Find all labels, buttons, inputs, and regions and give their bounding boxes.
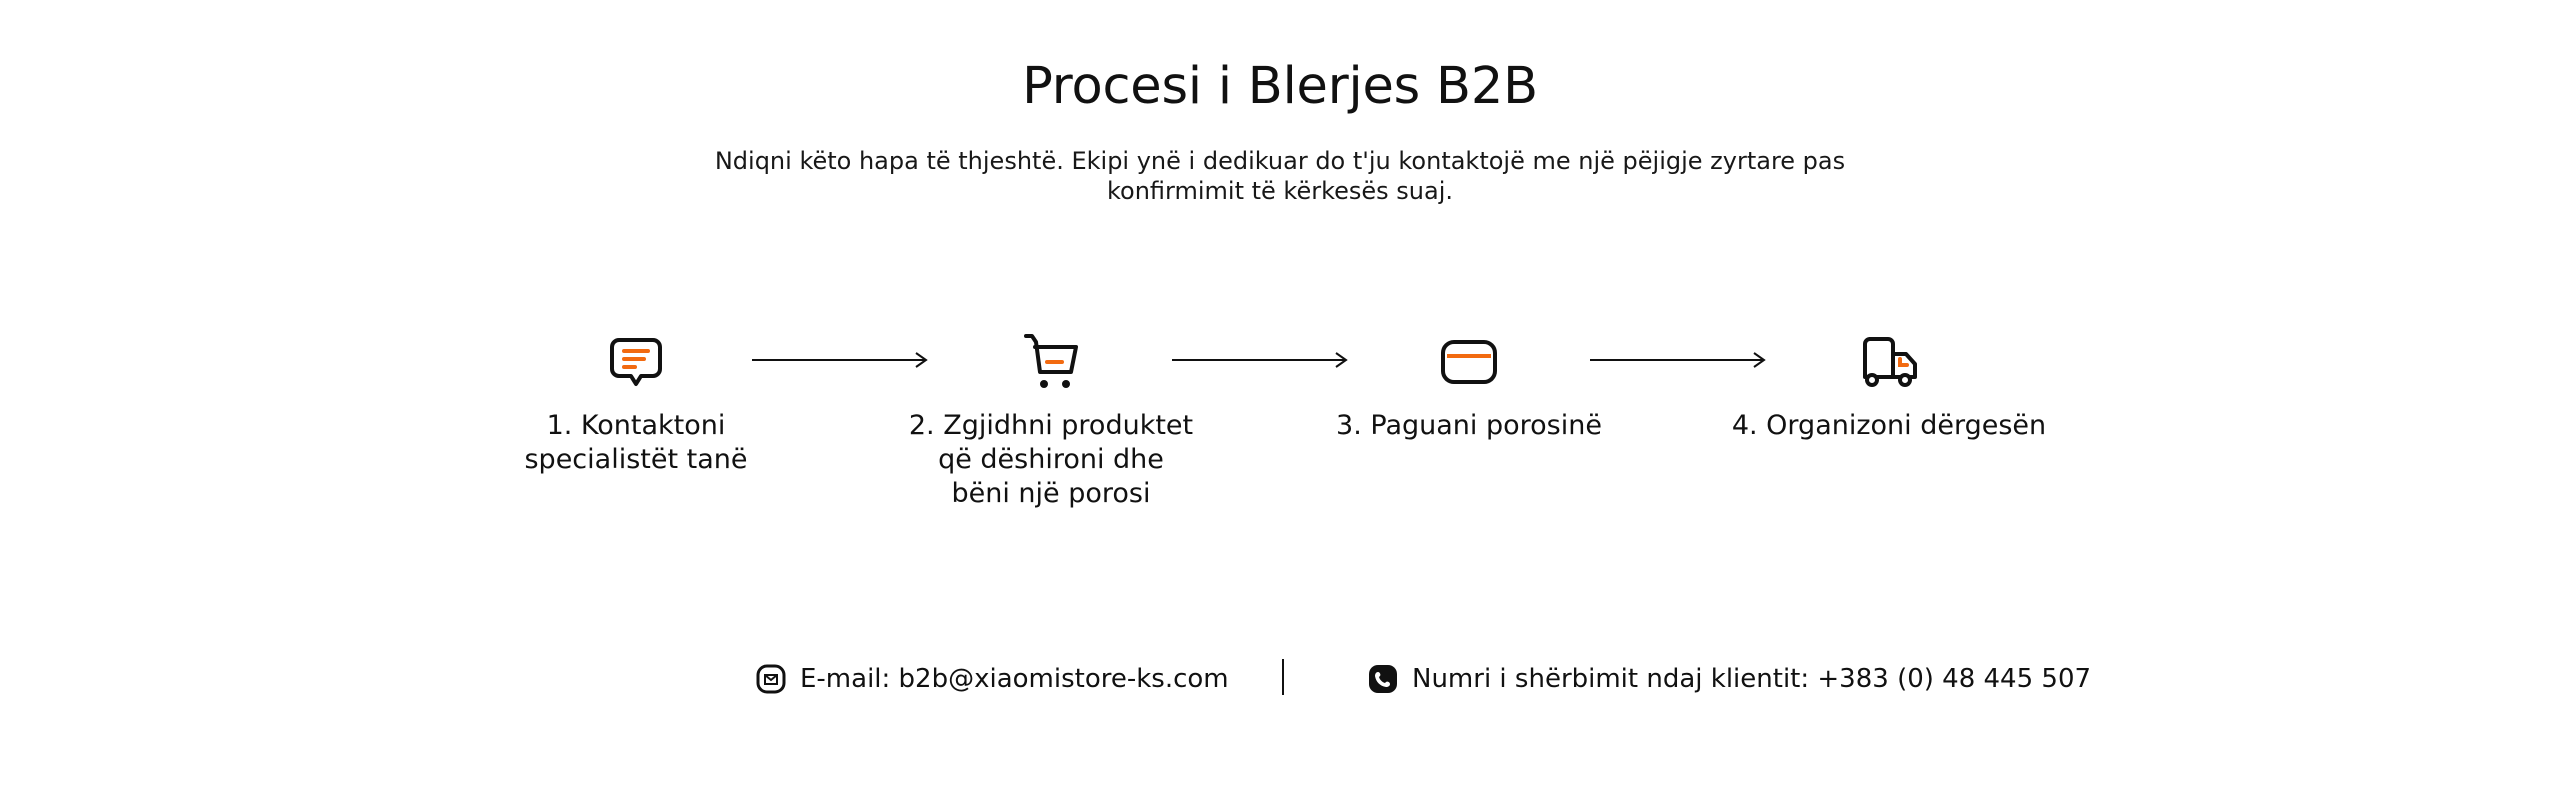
contact-divider [1282, 659, 1284, 695]
phone-text: Numri i shërbimit ndaj klientit: +383 (0… [1412, 664, 2092, 694]
arrow-right-icon [1590, 352, 1766, 368]
step-label: 1. Kontaktoni specialistët tanë [524, 410, 748, 475]
phone-contact-link[interactable]: Numri i shërbimit ndaj klientit: +383 (0… [1368, 659, 2091, 699]
step-pay-order: 3. Paguani porosinë [1289, 329, 1649, 443]
email-text: E-mail: b2b@xiaomistore-ks.com [800, 664, 1229, 694]
arrow-right-icon [1172, 352, 1348, 368]
step-label: 2. Zgjidhni produktet që dëshironi dhe b… [908, 410, 1194, 509]
email-contact-link[interactable]: E-mail: b2b@xiaomistore-ks.com [756, 659, 1229, 699]
page-title: Procesi i Blerjes B2B [1022, 57, 1538, 116]
chat-message-icon [610, 338, 662, 386]
arrow-right-icon [752, 352, 928, 368]
step-label: 3. Paguani porosinë [1336, 410, 1602, 441]
page-subtitle: Ndiqni këto hapa të thjeshtë. Ekipi ynë … [714, 147, 1846, 205]
shopping-cart-icon [1024, 334, 1078, 388]
delivery-truck-icon [1863, 337, 1917, 387]
step-contact: 1. Kontaktoni specialistët tanë [456, 329, 816, 477]
step-organize-delivery: 4. Organizoni dërgesën [1709, 329, 2069, 443]
step-label: 4. Organizoni dërgesën [1731, 410, 2047, 441]
phone-icon [1369, 665, 1397, 693]
step-choose-products: 2. Zgjidhni produktet që dëshironi dhe b… [871, 329, 1231, 511]
contact-row: E-mail: b2b@xiaomistore-ks.com Numri i s… [0, 659, 2560, 699]
credit-card-icon [1441, 340, 1497, 384]
mail-icon [756, 664, 786, 694]
